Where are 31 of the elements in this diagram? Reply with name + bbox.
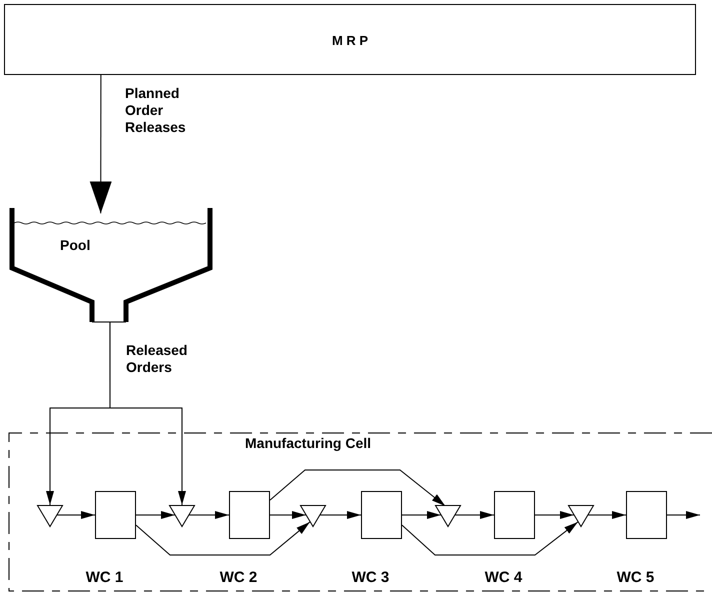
workstation-label: WC 1 xyxy=(86,569,124,586)
queue-triangle xyxy=(169,505,195,527)
arrow xyxy=(402,521,578,556)
arrow xyxy=(588,511,626,519)
arrow xyxy=(188,511,230,519)
pool-label: Pool xyxy=(60,237,90,254)
arrow xyxy=(402,511,442,519)
workstation-label: WC 3 xyxy=(352,569,390,586)
hopper-drawing xyxy=(8,205,214,325)
queue-triangle xyxy=(435,505,461,527)
workstation-label: WC 5 xyxy=(616,569,654,586)
arrow xyxy=(56,511,96,519)
arrow xyxy=(454,511,494,519)
workstation-label: WC 4 xyxy=(484,569,522,586)
dashed-boundary xyxy=(8,432,712,592)
queue-triangle xyxy=(568,505,594,527)
arrow xyxy=(109,322,186,506)
process-box xyxy=(4,4,696,75)
arrow xyxy=(320,511,362,519)
arrow xyxy=(90,74,112,214)
arrow xyxy=(534,511,574,519)
arrow xyxy=(270,470,446,507)
arrow xyxy=(666,511,700,519)
box-title: M R P xyxy=(332,32,368,49)
workstation-label: WC 2 xyxy=(220,569,258,586)
cell-title: Manufacturing Cell xyxy=(245,435,372,452)
arrow xyxy=(136,521,310,556)
queue-triangle xyxy=(37,505,63,527)
arrow xyxy=(136,511,176,519)
arrow xyxy=(270,511,306,519)
queue-triangle xyxy=(300,505,326,527)
